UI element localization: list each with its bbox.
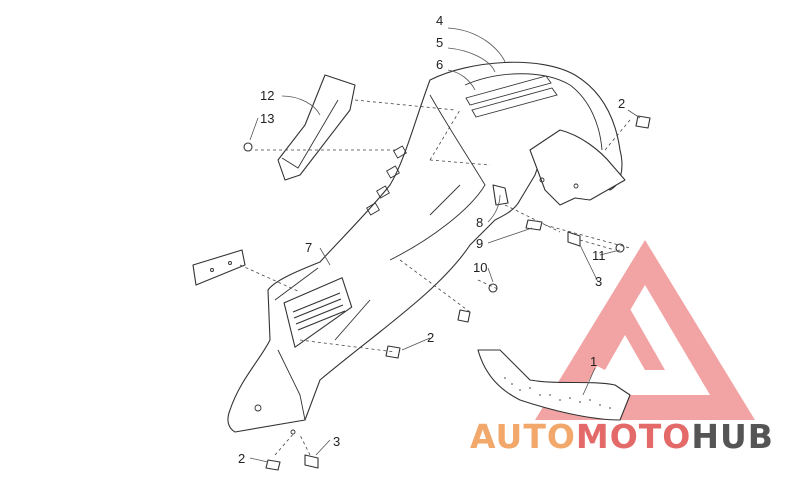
assembly-lines (239, 99, 631, 456)
callout-1: 1 (590, 354, 597, 369)
callout-2-middle: 2 (427, 330, 434, 345)
watermark-logo (535, 240, 755, 420)
callout-12: 12 (260, 88, 274, 103)
callout-7: 7 (305, 240, 312, 255)
screw (265, 115, 651, 471)
rear-fender-assembly (227, 61, 623, 435)
callout-2-bottom: 2 (238, 451, 245, 466)
mount-bracket (192, 249, 246, 286)
callout-13: 13 (260, 111, 274, 126)
callout-11: 11 (592, 248, 606, 263)
callout-5: 5 (436, 35, 443, 50)
callout-10: 10 (473, 260, 487, 275)
callout-2-top: 2 (618, 96, 625, 111)
watermark-part-hub: HUB (691, 417, 774, 456)
callout-8: 8 (476, 215, 483, 230)
watermark-part-moto: MOTO (576, 417, 691, 456)
bolt-bracket (492, 184, 543, 231)
callout-3-bottom: 3 (333, 434, 340, 449)
callout-9: 9 (476, 236, 483, 251)
watermark-part-auto: AUTO (470, 417, 576, 456)
clip-nut (304, 231, 581, 469)
svg-text:AUTOMOTOHUB: AUTOMOTOHUB (470, 417, 774, 456)
warning-decal (283, 277, 353, 348)
mud-flap (477, 349, 631, 421)
side-panel (529, 129, 626, 206)
callout-6: 6 (436, 57, 443, 72)
watermark-text: AUTOMOTOHUB (470, 417, 774, 456)
callout-3-right: 3 (595, 274, 602, 289)
callout-4: 4 (436, 13, 443, 28)
leader-lines (249, 27, 641, 463)
grab-handle (277, 74, 356, 181)
callout-labels: 4 5 6 12 13 2 8 9 7 10 11 3 2 1 3 2 (238, 13, 625, 466)
